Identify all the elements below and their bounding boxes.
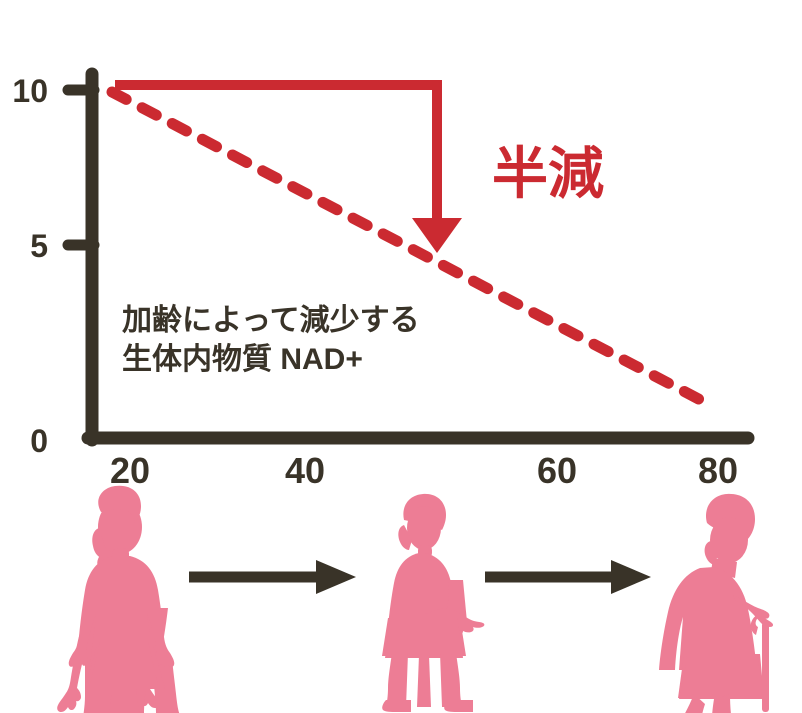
- y-tick-label-10: 10: [12, 73, 48, 109]
- half-reduction-arrow-path: [115, 80, 442, 218]
- chart-caption-line-2: 生体内物質 NAD+: [122, 343, 363, 376]
- x-tick-label-80: 80: [698, 450, 738, 491]
- progression-arrow-1: [189, 560, 356, 594]
- elderly-woman-silhouette: [659, 493, 774, 713]
- half-reduction-arrowhead: [412, 218, 462, 253]
- x-tick-label-20: 20: [110, 450, 150, 491]
- middle-aged-woman-silhouette: [382, 493, 485, 712]
- nad-decline-chart: 10 5 0 20 40 60 80 半減 加齢によって減少する 生体内物質 N…: [12, 67, 755, 491]
- chart-caption-line-1: 加齢によって減少する: [122, 303, 420, 337]
- nad-decline-dashed-line: [106, 86, 718, 412]
- young-woman-body: [68, 485, 175, 713]
- x-tick-label-60: 60: [537, 450, 577, 491]
- half-reduction-label: 半減: [492, 142, 604, 205]
- x-tick-label-40: 40: [285, 450, 325, 491]
- progression-arrow-2: [485, 560, 651, 594]
- y-tick-label-0: 0: [30, 423, 48, 459]
- y-tick-label-5: 5: [30, 228, 48, 264]
